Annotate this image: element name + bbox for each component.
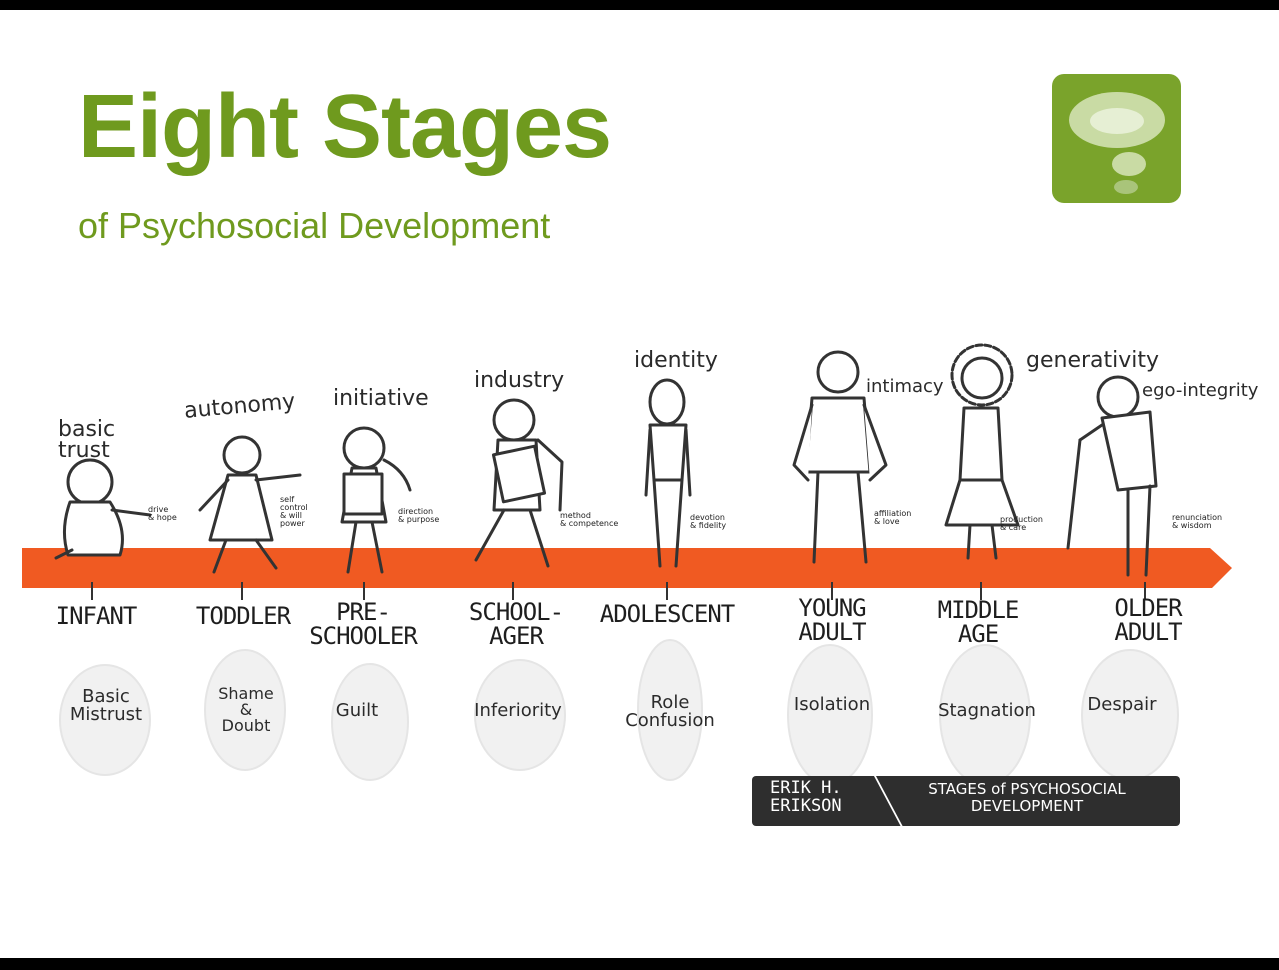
faded-crisis-figures [59,639,1179,786]
crisis-label: Basic Mistrust [69,686,143,725]
strength-note: method & competence [560,511,619,528]
toddler-figure [198,435,302,574]
infant-figure [54,458,152,560]
page-subtitle: of Psychosocial Development [78,205,551,246]
strength-note: devotion & fidelity [690,513,727,530]
strength-note: self control & will power [280,495,308,528]
crisis-label: Stagnation [938,700,1036,721]
banner-caption: STAGES of PSYCHOSOCIAL DEVELOPMENT [928,780,1126,816]
middle-age-figure [944,343,1020,560]
timeline-ticks [91,582,1146,600]
stage-label: TODDLER [195,602,291,630]
timeline-illustration [22,343,1232,786]
virtue-label: initiative [333,386,429,411]
crisis-label: Shame & Doubt [218,684,274,735]
erikson-banner: ERIK H. ERIKSON STAGES of PSYCHOSOCIAL D… [752,776,1180,836]
slide: Eight Stages of Psychosocial Development [0,10,1279,958]
crisis-label: Guilt [335,700,379,721]
young-adult-figure [792,350,888,564]
virtue-label: intimacy [866,376,944,397]
virtue-label: basic trust [58,417,116,463]
stage-label: PRE- SCHOOLER [309,598,418,650]
virtue-label: industry [474,368,565,393]
strength-note: direction & purpose [398,507,440,524]
crisis-label: Isolation [793,694,871,715]
crisis-label: Inferiority [474,700,562,721]
strength-note: drive & hope [148,505,177,522]
stage-label: ADOLESCENT [599,600,735,628]
strength-note: renunciation & wisdom [1172,513,1223,530]
strength-note: affiliation & love [874,509,912,526]
crisis-label: Despair [1087,694,1157,715]
timeline-ribbon [22,548,1232,588]
crisis-label: Role Confusion [625,692,715,731]
stage-label: INFANT [55,602,138,630]
page-title: Eight Stages [78,77,612,177]
adolescent-figure [644,378,692,568]
preschooler-figure [340,426,412,574]
virtue-label: ego-integrity [1142,380,1259,401]
stage-label: SCHOOL- AGER [468,598,564,650]
virtue-label: generativity [1026,348,1160,373]
virtue-label: identity [634,348,718,373]
strength-note: production & care [1000,515,1043,532]
school-ager-figure [474,398,564,568]
stage-label: MIDDLE AGE [937,596,1020,648]
banner-author: ERIK H. ERIKSON [770,778,842,816]
stage-label: OLDER ADULT [1114,594,1182,646]
older-adult-figure [1066,375,1158,577]
speech-bubbles-icon [1052,74,1181,203]
stage-label: YOUNG ADULT [798,594,866,646]
